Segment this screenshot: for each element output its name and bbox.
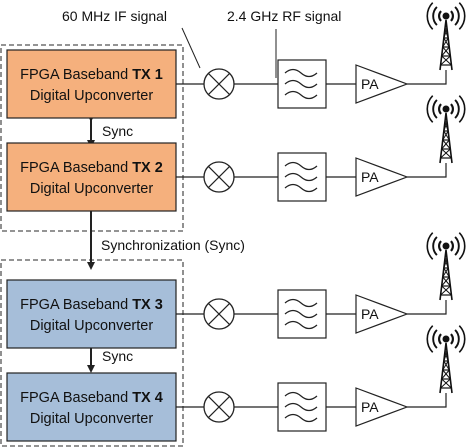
wire-antenna [407, 393, 447, 408]
radio-tower-icon [426, 2, 466, 71]
tx-id: TX 4 [132, 390, 163, 406]
tx-title-prefix: FPGA Baseband [20, 67, 132, 83]
mixer-icon [203, 391, 235, 423]
amplifier-label: PA [361, 306, 379, 322]
bandpass-filter-icon [277, 382, 327, 432]
rf-signal-label: 2.4 GHz RF signal [227, 8, 341, 24]
wire-antenna [407, 300, 447, 315]
sync-label-top: Sync [102, 123, 133, 139]
tx-box-subtitle: Digital Upconverter [30, 411, 153, 427]
amplifier-icon [355, 64, 409, 104]
if-signal-label: 60 MHz IF signal [62, 8, 167, 24]
sync-label-middle: Synchronization (Sync) [101, 237, 245, 253]
tx-box-subtitle: Digital Upconverter [30, 181, 153, 197]
mixer-icon [203, 68, 235, 100]
amplifier-label: PA [361, 169, 379, 185]
bandpass-filter-icon [277, 289, 327, 339]
tx-box-title: FPGA Baseband TX 1 [20, 67, 163, 83]
tx-id: TX 2 [132, 160, 163, 176]
tx-title-prefix: FPGA Baseband [20, 160, 132, 176]
tx-box-subtitle: Digital Upconverter [30, 88, 153, 104]
tx-box-title: FPGA Baseband TX 2 [20, 160, 163, 176]
tx-box-2 [6, 142, 177, 212]
amplifier-label: PA [361, 76, 379, 92]
mixer-icon [203, 161, 235, 193]
channel-row-4: FPGA Baseband TX 4 Digital Upconverter PA [6, 325, 466, 442]
tx-box-title: FPGA Baseband TX 4 [20, 390, 163, 406]
amplifier-icon [355, 157, 409, 197]
bandpass-filter-icon [277, 152, 327, 202]
channel-row-1: FPGA Baseband TX 1 Digital Upconverter PA [6, 2, 466, 119]
amplifier-icon [355, 294, 409, 334]
channel-row-3: FPGA Baseband TX 3 Digital Upconverter PA [6, 232, 466, 349]
bandpass-filter-icon [277, 59, 327, 109]
tx-box-1 [6, 49, 177, 119]
amplifier-label: PA [361, 399, 379, 415]
mixer-icon [203, 298, 235, 330]
wire-antenna [407, 163, 447, 178]
amplifier-icon [355, 387, 409, 427]
tx-box-subtitle: Digital Upconverter [30, 318, 153, 334]
tx-box-3 [6, 279, 177, 349]
tx-box-title: FPGA Baseband TX 3 [20, 297, 163, 313]
tx-box-4 [6, 372, 177, 442]
tx-id: TX 3 [132, 297, 163, 313]
wire-antenna [407, 70, 447, 85]
if-signal-pointer [181, 27, 201, 69]
tx-id: TX 1 [132, 67, 163, 83]
channel-row-2: FPGA Baseband TX 2 Digital Upconverter PA [6, 95, 466, 212]
radio-tower-icon [426, 232, 466, 301]
sync-label-bottom: Sync [102, 348, 133, 364]
tx-title-prefix: FPGA Baseband [20, 297, 132, 313]
tx-title-prefix: FPGA Baseband [20, 390, 132, 406]
radio-tower-icon [426, 95, 466, 164]
radio-tower-icon [426, 325, 466, 394]
